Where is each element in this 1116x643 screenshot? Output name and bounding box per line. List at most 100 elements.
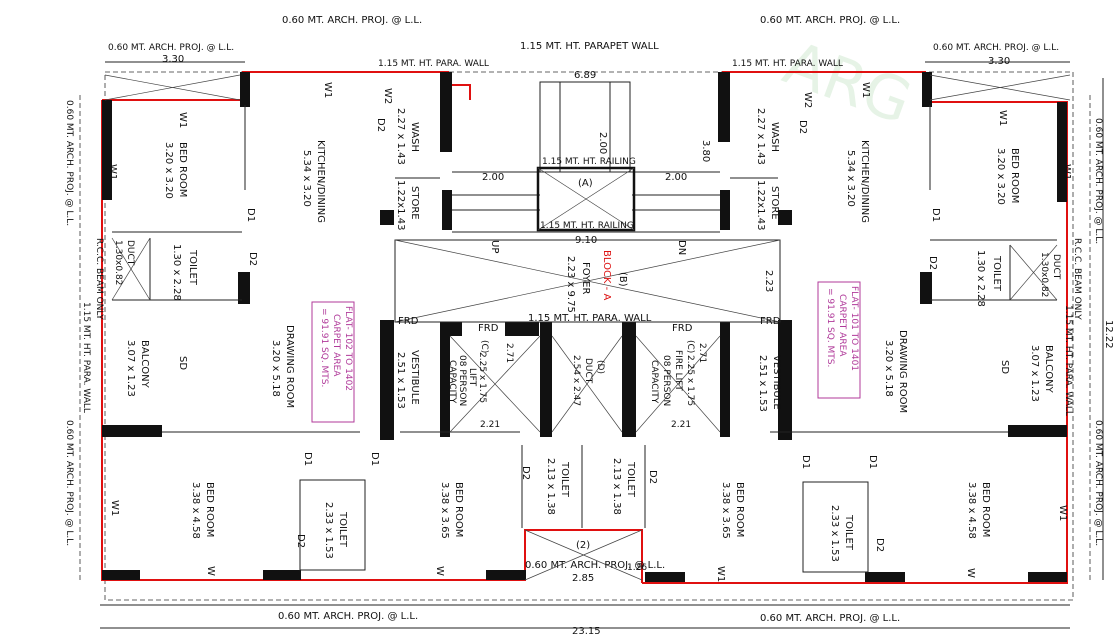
beam-right: R.C.C. BEAM ONLY bbox=[1072, 238, 1082, 320]
fire-lift-tag: (C) bbox=[685, 340, 695, 353]
vestibule-left-name: VESTIBULE bbox=[409, 350, 420, 405]
duct-right-dim: 1.30x0.82 bbox=[1039, 252, 1049, 297]
bedroom-br-name: BED ROOM bbox=[980, 482, 991, 537]
watermark: ARG bbox=[775, 28, 920, 138]
toilet-core-right-dim: 2.13 x 1.38 bbox=[611, 458, 622, 515]
tag-d2-b: D2 bbox=[247, 252, 258, 266]
carpet-outline-right bbox=[642, 71, 1068, 584]
tag-d1-a: D1 bbox=[245, 208, 256, 222]
bedroom-br-dim: 3.38 x 4.58 bbox=[966, 482, 977, 539]
toilet-core-right-name: TOILET bbox=[625, 461, 636, 498]
block-a-label: BLOCK - A bbox=[601, 250, 612, 300]
bedroom-bl-name: BED ROOM bbox=[204, 482, 215, 537]
foyer-name: FOYER bbox=[580, 262, 591, 295]
duct-left-name: DUCT bbox=[125, 240, 135, 266]
tag-frd-d: FRD bbox=[760, 316, 781, 327]
tag-w-c: W bbox=[965, 568, 976, 578]
fire-lift-dim: 2.25 x 1.75 bbox=[685, 355, 695, 406]
wash-left-dim: 2.27 x 1.43 bbox=[395, 108, 406, 165]
lift-c-tag: (C) bbox=[479, 340, 489, 353]
tag-w1-c: W1 bbox=[322, 82, 333, 98]
store-left-dim: 1.22x1.43 bbox=[395, 180, 406, 230]
dim-126: 1.26 bbox=[627, 563, 647, 573]
tag-d1-b: D1 bbox=[302, 452, 313, 466]
tag-w1-g: W1 bbox=[1061, 164, 1072, 180]
store-right-dim: 1.22x1.43 bbox=[755, 180, 766, 230]
toilet-left-dim: 1.30 x 2.28 bbox=[171, 244, 182, 301]
tag-w1-d: W1 bbox=[109, 500, 120, 516]
flat-right-area: CARPET AREA bbox=[837, 294, 847, 357]
tag-w1-a: W1 bbox=[177, 112, 188, 128]
tag-two: (2) bbox=[576, 540, 590, 551]
tag-d1-c: D1 bbox=[369, 452, 380, 466]
balcony-left-name: BALCONY bbox=[139, 340, 150, 389]
duct-left-dim: 1.30x0.82 bbox=[113, 240, 123, 285]
toilet-right-name: TOILET bbox=[991, 255, 1002, 292]
tag-w1-b: W1 bbox=[107, 164, 118, 180]
foyer-area bbox=[394, 239, 781, 323]
lift-c-name: LIFT bbox=[467, 368, 477, 387]
dim-689: 6.89 bbox=[574, 70, 596, 81]
dim-330-left: 3.30 bbox=[162, 54, 184, 65]
proj-side-right-top: 0.60 MT. ARCH. PROJ. @ L.L. bbox=[1093, 118, 1103, 244]
tag-d2-g: D2 bbox=[874, 538, 885, 552]
lift-a-label: (A) bbox=[578, 178, 593, 189]
proj-side-right-bottom: 0.60 MT. ARCH. PROJ. @ L.L. bbox=[1093, 420, 1103, 546]
para-wall-right-side: 1.15 MT. HT. PARA. WALL bbox=[1063, 305, 1073, 416]
wash-left-name: WASH bbox=[409, 122, 420, 152]
dim-380: 3.80 bbox=[700, 140, 711, 162]
tag-d2-h: D2 bbox=[647, 470, 658, 484]
para-wall-left-side: 1.15 MT. HT. PARA. WALL bbox=[81, 302, 91, 413]
tag-w1-h: W1 bbox=[1057, 505, 1068, 521]
bedroom-bl-dim: 3.38 x 4.58 bbox=[190, 482, 201, 539]
tag-d1-d: D1 bbox=[930, 208, 941, 222]
proj-bottom-left: 0.60 MT. ARCH. PROJ. @ L.L. bbox=[278, 611, 418, 622]
fire-lift-persons: 08 PERSON bbox=[661, 355, 671, 406]
flat-right-title: FLAT- 101 TO 1401 bbox=[849, 286, 859, 371]
lift-c-persons: 08 PERSON bbox=[457, 355, 467, 406]
tag-d2-e: D2 bbox=[797, 120, 808, 134]
proj-bottom-right: 0.60 MT. ARCH. PROJ. @ L.L. bbox=[760, 613, 900, 624]
foyer-tag: (B) bbox=[617, 272, 628, 287]
tag-frd-c: FRD bbox=[672, 323, 693, 334]
vestibule-right-dim: 2.51 x 1.53 bbox=[757, 355, 768, 412]
dim-330-right: 3.30 bbox=[988, 56, 1010, 67]
proj-top-right-label: 0.60 MT. ARCH. PROJ. @ L.L. bbox=[760, 15, 900, 26]
duct-d-name: DUCT bbox=[583, 358, 593, 384]
flat-left-area: CARPET AREA bbox=[331, 314, 341, 377]
dim-1222: 12.22 bbox=[1103, 320, 1114, 349]
duct-d-tag: (D) bbox=[595, 360, 605, 374]
dim-2315: 23.15 bbox=[572, 626, 601, 637]
tag-w2-b: W2 bbox=[802, 92, 813, 108]
drawing-left-name: DRAWING ROOM bbox=[284, 325, 295, 408]
dim-200-right: 2.00 bbox=[665, 172, 687, 183]
para-wall-core: 1.15 MT. HT. PARA. WALL bbox=[528, 313, 652, 324]
toilet-bl-name: TOILET bbox=[337, 511, 348, 548]
balcony-right-name: BALCONY bbox=[1043, 345, 1054, 394]
toilet-right-dim: 1.30 x 2.28 bbox=[975, 250, 986, 307]
fire-lift-capacity: CAPACITY bbox=[649, 360, 659, 404]
parapet-label: 1.15 MT. HT. PARAPET WALL bbox=[520, 41, 659, 52]
duct-d-dim: 2.54 x 2.47 bbox=[571, 355, 581, 406]
proj-side-left-top: 0.60 MT. ARCH. PROJ. @ L.L. bbox=[64, 100, 74, 226]
foyer-dim: 2.23 x 9.75 bbox=[565, 256, 576, 313]
tag-d2-f: D2 bbox=[927, 256, 938, 270]
proj-corner-right: 0.60 MT. ARCH. PROJ. @ L.L. bbox=[933, 43, 1059, 53]
stair-dn: DN bbox=[676, 240, 687, 255]
bedroom-tl-name: BED ROOM bbox=[177, 142, 188, 197]
proj-top-left-label: 0.60 MT. ARCH. PROJ. @ L.L. bbox=[282, 15, 422, 26]
proj-side-left-bottom: 0.60 MT. ARCH. PROJ. @ L.L. bbox=[64, 420, 74, 546]
bedroom-tr-dim: 3.20 x 3.20 bbox=[995, 148, 1006, 205]
bedroom-bc-left-dim: 3.38 x 3.65 bbox=[439, 482, 450, 539]
dim-271-left: 2.71 bbox=[504, 343, 514, 363]
store-right-name: STORE bbox=[769, 186, 780, 220]
tag-frd-a: FRD bbox=[398, 316, 419, 327]
railing-top: 1.15 MT. HT. RAILING bbox=[542, 157, 636, 167]
tag-w-a: W bbox=[205, 566, 216, 576]
tag-d1-e: D1 bbox=[800, 455, 811, 469]
projection-outline bbox=[104, 71, 1074, 601]
para-wall-left: 1.15 MT. HT. PARA. WALL bbox=[378, 59, 489, 69]
wash-right-name: WASH bbox=[769, 122, 780, 152]
bedroom-bc-left-name: BED ROOM bbox=[453, 482, 464, 537]
tag-d2-a: D2 bbox=[375, 118, 386, 132]
